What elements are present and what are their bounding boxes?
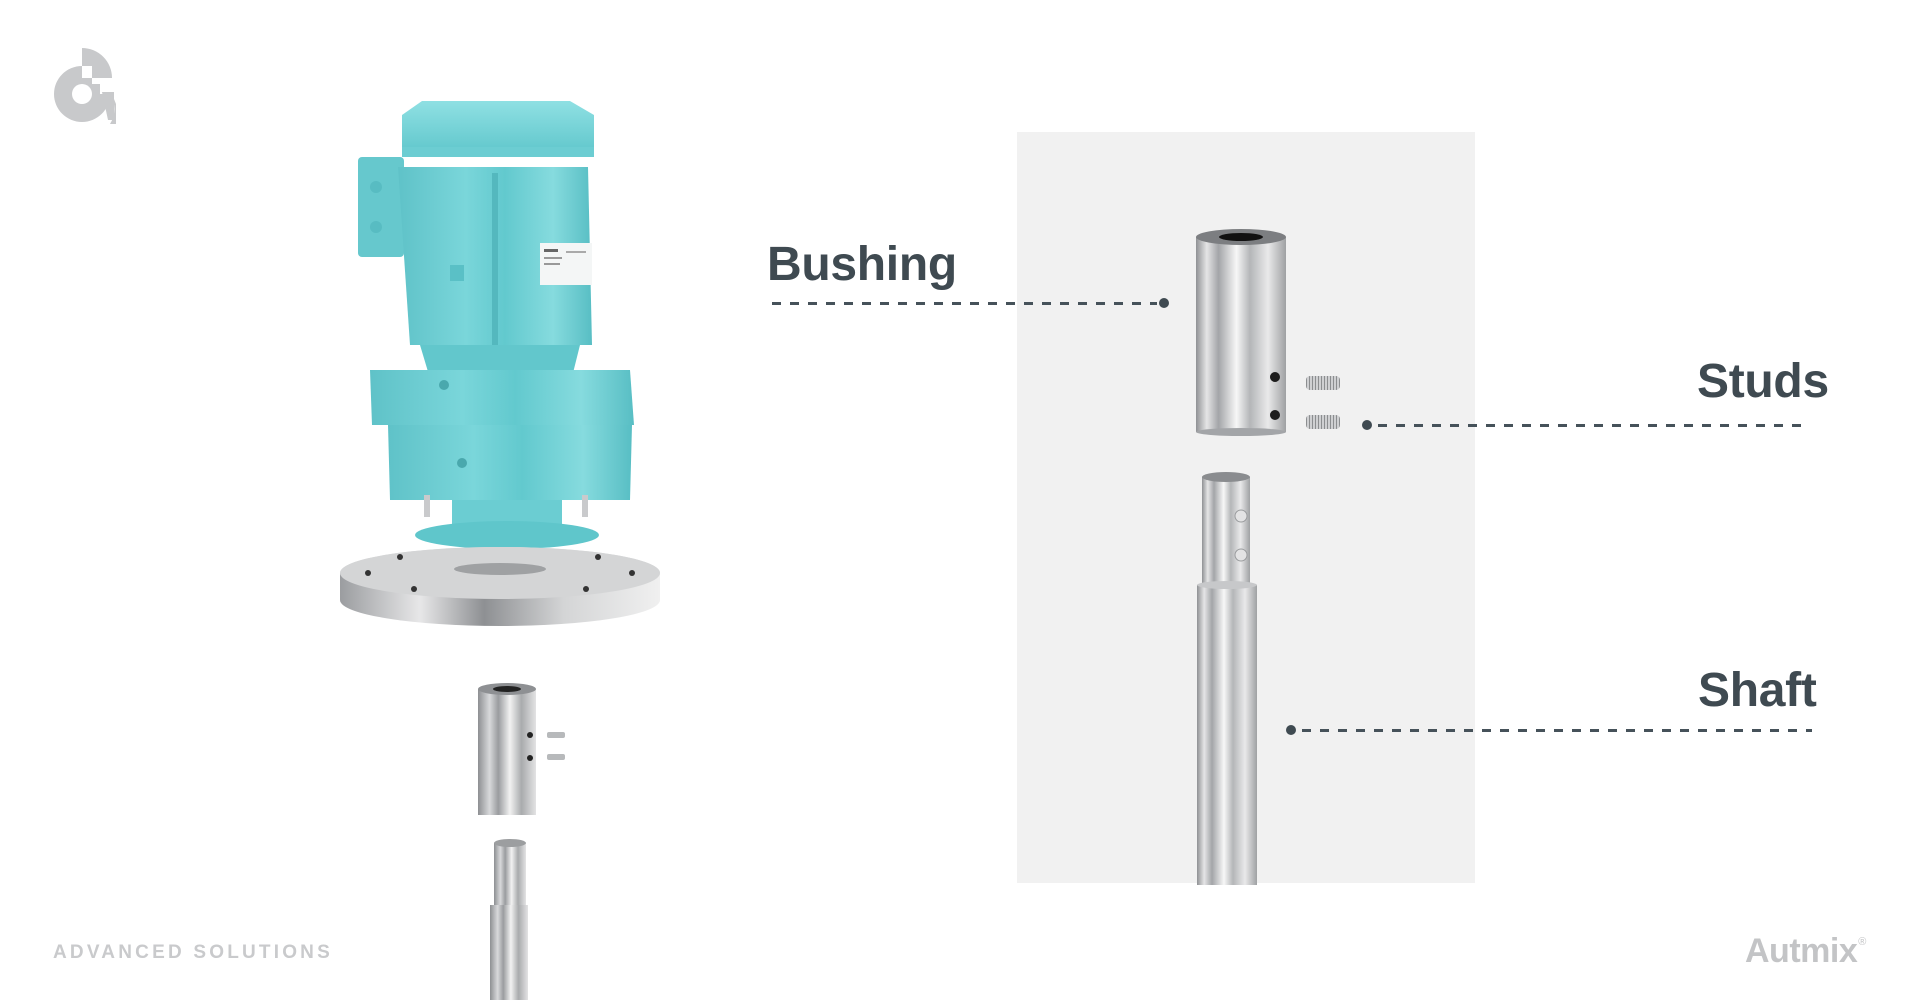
callout-label-studs: Studs <box>1697 355 1829 408</box>
callout-line-bushing <box>772 302 1157 305</box>
callout-label-shaft: Shaft <box>1698 664 1817 717</box>
callout-dot-shaft <box>1286 725 1296 735</box>
brand-name: Autmix <box>1745 932 1858 970</box>
callout-dot-bushing <box>1159 298 1169 308</box>
tagline: ADVANCED SOLUTIONS <box>53 942 333 963</box>
callout-line-studs <box>1378 424 1810 427</box>
autmix-logo-icon <box>50 48 126 128</box>
detail-components-illustration <box>1180 225 1350 885</box>
callout-line-shaft <box>1302 729 1812 732</box>
registered-mark: ® <box>1858 936 1866 948</box>
agitator-assembly-illustration <box>340 95 685 1000</box>
callout-label-bushing: Bushing <box>767 238 957 291</box>
brand-wordmark: Autmix® <box>1745 932 1866 971</box>
callout-dot-studs <box>1362 420 1372 430</box>
